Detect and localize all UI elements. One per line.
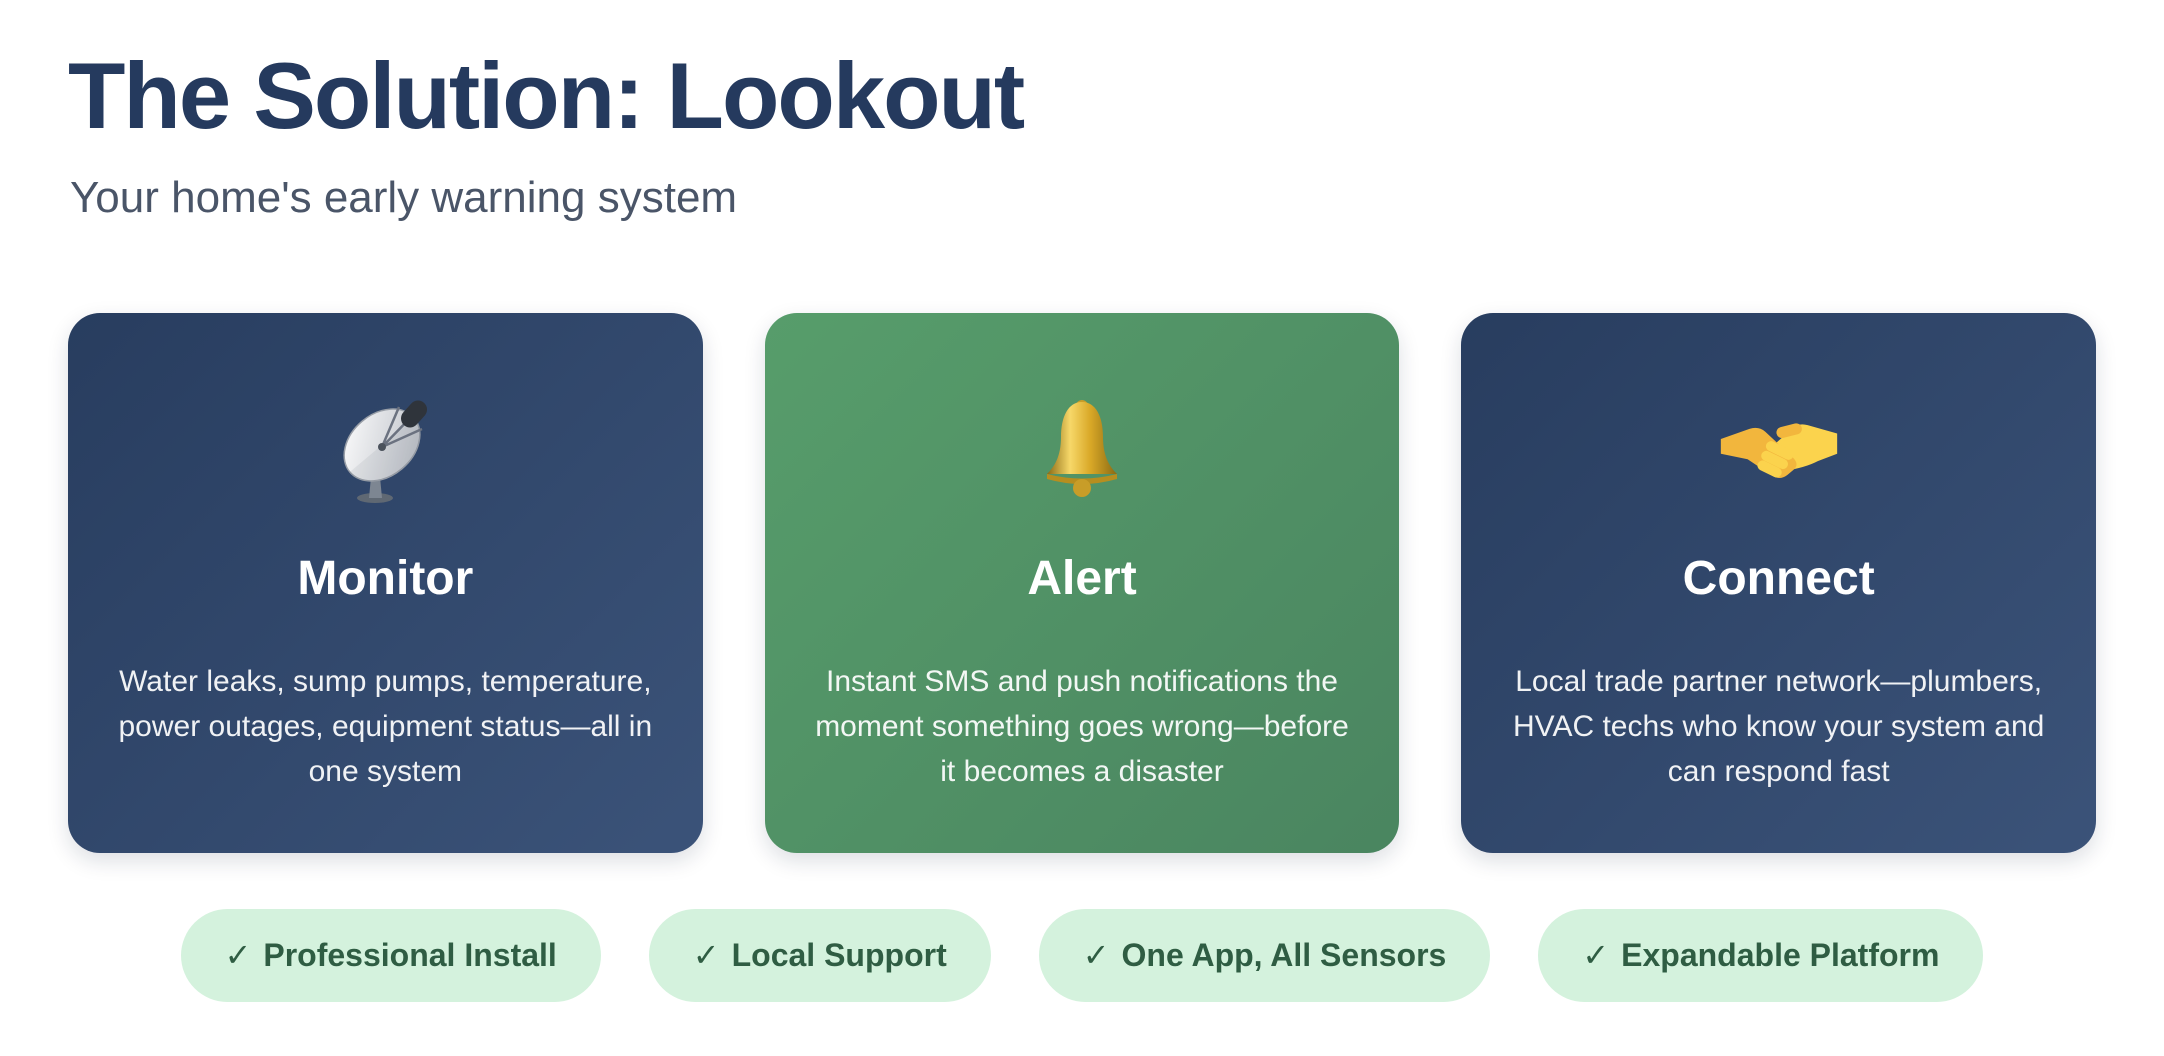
badge-one-app-all-sensors: ✓ One App, All Sensors (1038, 909, 1491, 1002)
card-alert-title: Alert (1027, 552, 1137, 606)
checkmark-icon: ✓ (224, 937, 252, 974)
badge-local-support: ✓ Local Support (648, 909, 991, 1002)
page-subtitle: Your home's early warning system (70, 173, 738, 223)
handshake-icon (1719, 391, 1839, 511)
card-alert: Alert Instant SMS and push notifications… (764, 313, 1400, 854)
card-alert-description: Instant SMS and push notifications the m… (815, 664, 1349, 788)
card-connect-description: Local trade partner network—plumbers, HV… (1513, 664, 2045, 788)
satellite-dish-icon (325, 391, 445, 511)
checkmark-icon: ✓ (1082, 937, 1110, 974)
card-monitor-title: Monitor (297, 552, 474, 606)
checkmark-icon: ✓ (692, 937, 720, 974)
checkmark-icon: ✓ (1582, 937, 1610, 974)
feature-cards-row: Monitor Water leaks, sump pumps, tempera… (68, 313, 2097, 854)
badge-label: One App, All Sensors (1121, 937, 1447, 974)
badge-professional-install: ✓ Professional Install (180, 909, 601, 1002)
card-connect-title: Connect (1682, 552, 1875, 606)
card-monitor: Monitor Water leaks, sump pumps, tempera… (68, 313, 703, 854)
badge-label: Local Support (731, 937, 947, 974)
page-title: The Solution: Lookout (68, 43, 1025, 148)
badge-expandable-platform: ✓ Expandable Platform (1538, 909, 1984, 1002)
card-connect: Connect Local trade partner network—plum… (1461, 313, 2097, 854)
card-monitor-description: Water leaks, sump pumps, temperature, po… (118, 664, 653, 788)
bell-icon (1022, 391, 1142, 511)
feature-badges-row: ✓ Professional Install ✓ Local Support ✓… (68, 909, 2096, 1002)
badge-label: Professional Install (263, 937, 557, 974)
badge-label: Expandable Platform (1621, 937, 1940, 974)
